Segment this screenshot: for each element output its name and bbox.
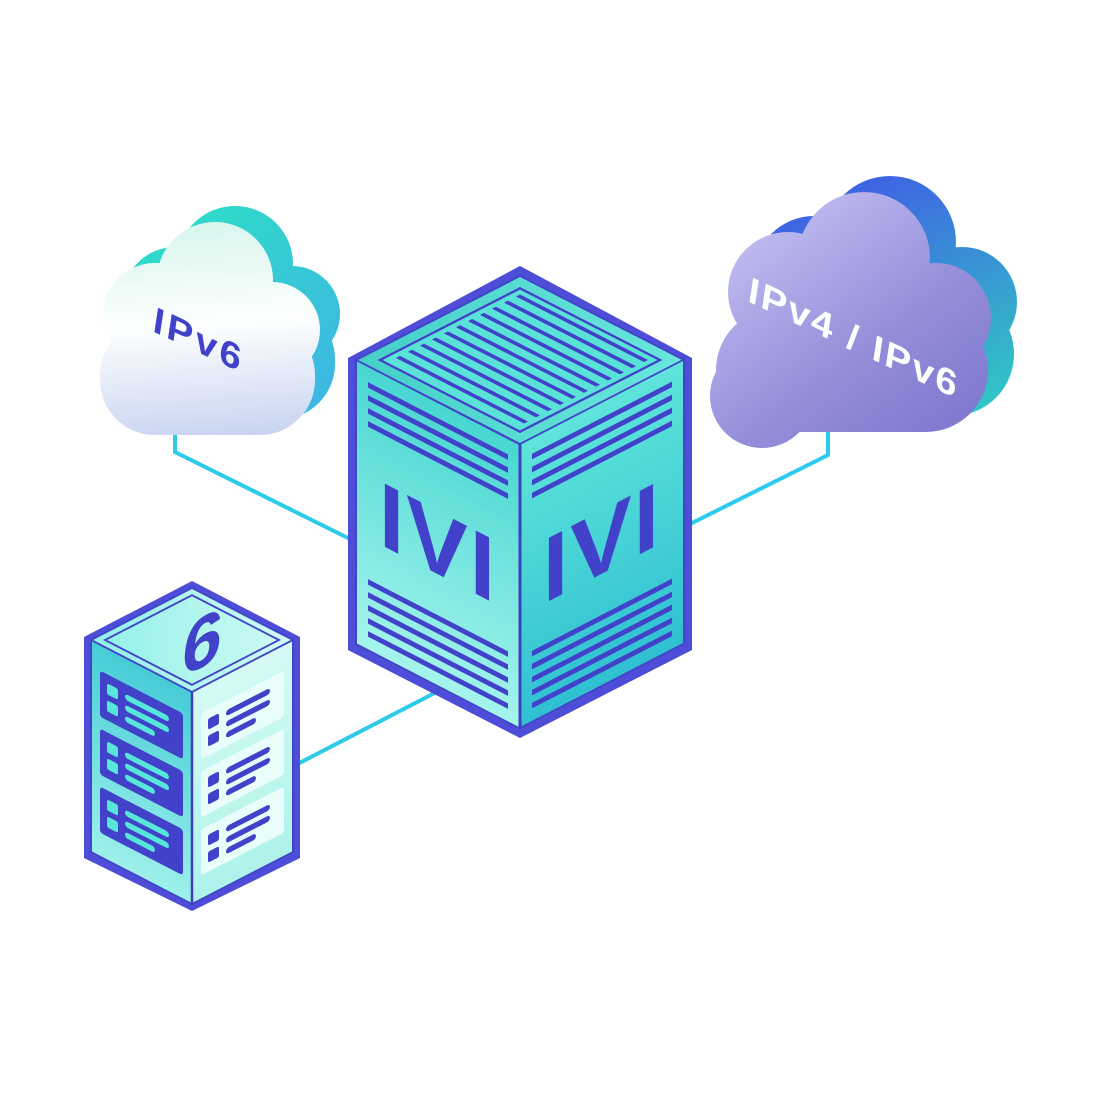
ivi-top-stripes — [396, 294, 648, 424]
ivi-left-stripes — [368, 382, 508, 709]
ivi-right-face: IVI — [519, 357, 685, 730]
ipv6-server: 6 — [84, 581, 300, 911]
ipv6-cloud: IPv6 — [100, 206, 340, 435]
connection-server-to-ivi — [283, 682, 453, 773]
ivi-right-stripes — [532, 381, 672, 709]
ivi-translator: IVI IVI — [348, 266, 692, 738]
ivi-left-face: IVI — [355, 358, 521, 731]
ipv4-ipv6-cloud: IPv4 / IPv6 — [710, 176, 1017, 448]
